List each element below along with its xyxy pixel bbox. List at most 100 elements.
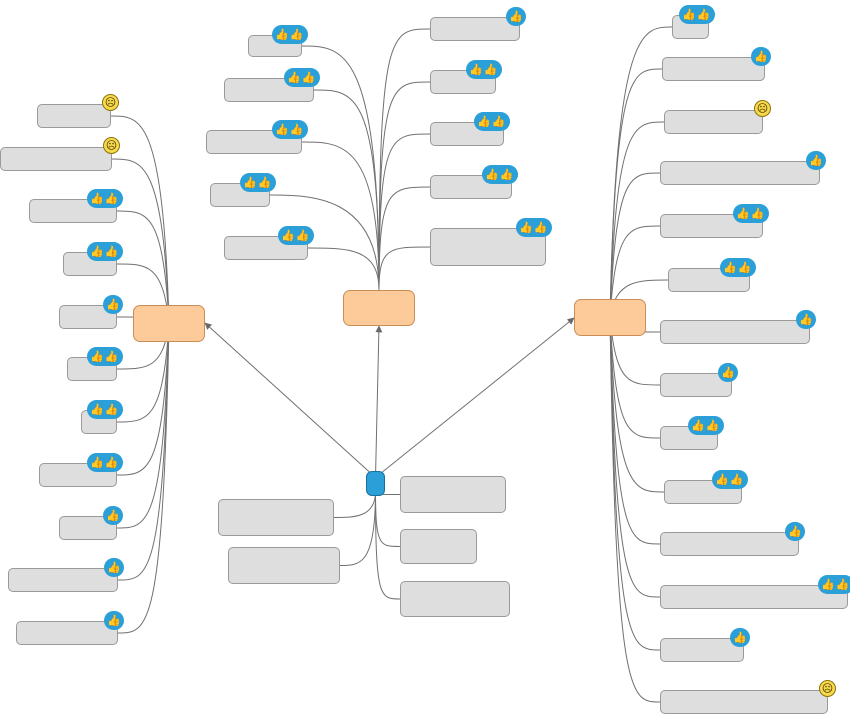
- root-connector: [333, 491, 376, 518]
- thumbs-up-icon: 👍: [733, 631, 747, 644]
- sad-face-icon: ☹: [819, 680, 836, 697]
- branch-connector: [609, 316, 661, 545]
- double-thumbs-up-badge: 👍👍: [272, 120, 308, 139]
- right-hub-node[interactable]: [574, 299, 646, 336]
- thumbs-up-icon: 👍: [90, 456, 104, 469]
- right-leaf-node[interactable]: [660, 585, 848, 609]
- left-leaf-node[interactable]: [8, 568, 118, 592]
- thumbs-up-icon: 👍: [788, 525, 802, 538]
- branch-connector: [609, 225, 661, 318]
- thumbs-up-icon: 👍: [104, 456, 119, 469]
- branch-connector: [609, 316, 661, 703]
- double-thumbs-up-badge: 👍👍: [733, 204, 769, 223]
- right-leaf-node[interactable]: [662, 57, 765, 81]
- branch-connector: [609, 68, 663, 318]
- thumbs-up-badge: 👍: [806, 151, 826, 170]
- double-thumbs-up-badge: 👍👍: [87, 242, 123, 261]
- branch-connector: [609, 316, 661, 598]
- branch-connector: [116, 322, 170, 529]
- root-child-node[interactable]: [400, 476, 506, 513]
- sad-face-icon: ☹: [103, 137, 120, 154]
- thumbs-up-icon: 👍: [104, 403, 119, 416]
- right-leaf-node[interactable]: [660, 532, 799, 556]
- thumbs-up-icon: 👍: [729, 473, 744, 486]
- thumbs-up-icon: 👍: [509, 10, 523, 23]
- thumbs-up-icon: 👍: [281, 229, 295, 242]
- thumbs-up-icon: 👍: [691, 419, 705, 432]
- thumbs-up-badge: 👍: [104, 558, 124, 577]
- double-thumbs-up-badge: 👍👍: [87, 400, 123, 419]
- thumbs-up-icon: 👍: [485, 168, 499, 181]
- root-child-node[interactable]: [400, 581, 510, 617]
- branch-connector: [378, 246, 431, 291]
- root-child-node[interactable]: [218, 499, 334, 536]
- thumbs-up-icon: 👍: [821, 578, 835, 591]
- thumbs-up-icon: 👍: [295, 229, 310, 242]
- right-leaf-node[interactable]: [668, 268, 750, 292]
- branch-connector: [609, 316, 665, 493]
- double-thumbs-up-badge: 👍👍: [482, 165, 518, 184]
- root-child-node[interactable]: [400, 529, 477, 564]
- left-leaf-node[interactable]: [16, 621, 118, 645]
- branch-connector: [116, 322, 170, 476]
- branch-connector: [378, 28, 431, 291]
- double-thumbs-up-badge: 👍👍: [466, 60, 502, 79]
- thumbs-up-badge: 👍: [785, 522, 805, 541]
- sad-face-icon: ☹: [102, 94, 119, 111]
- thumbs-up-icon: 👍: [257, 176, 272, 189]
- center-hub-node[interactable]: [343, 290, 415, 326]
- center-leaf-node[interactable]: [430, 17, 520, 41]
- thumbs-up-icon: 👍: [104, 245, 119, 258]
- arrow-to-center-hub: [375, 325, 383, 478]
- thumbs-up-icon: 👍: [809, 154, 823, 167]
- arrow-to-right-hub: [375, 317, 575, 478]
- thumbs-up-icon: 👍: [723, 261, 737, 274]
- branch-connector: [116, 210, 170, 324]
- branch-connector: [301, 141, 380, 291]
- double-thumbs-up-badge: 👍👍: [284, 68, 320, 87]
- root-connector: [339, 491, 376, 566]
- double-thumbs-up-badge: 👍👍: [516, 218, 552, 237]
- right-leaf-node[interactable]: [660, 638, 744, 662]
- thumbs-up-icon: 👍: [750, 207, 765, 220]
- branch-connector: [609, 121, 665, 318]
- thumbs-up-badge: 👍: [506, 7, 526, 26]
- branch-connector: [117, 322, 170, 634]
- thumbs-up-badge: 👍: [103, 506, 123, 525]
- thumbs-up-icon: 👍: [533, 221, 548, 234]
- thumbs-up-icon: 👍: [90, 350, 104, 363]
- branch-connector: [111, 158, 170, 324]
- thumbs-up-icon: 👍: [799, 313, 813, 326]
- root-child-node[interactable]: [228, 547, 340, 584]
- thumbs-up-icon: 👍: [491, 115, 506, 128]
- thumbs-up-icon: 👍: [499, 168, 514, 181]
- thumbs-up-icon: 👍: [104, 350, 119, 363]
- thumbs-up-icon: 👍: [682, 8, 696, 21]
- thumbs-up-icon: 👍: [301, 71, 316, 84]
- thumbs-up-icon: 👍: [721, 366, 735, 379]
- thumbs-up-icon: 👍: [519, 221, 533, 234]
- thumbs-up-badge: 👍: [718, 363, 738, 382]
- double-thumbs-up-badge: 👍👍: [87, 189, 123, 208]
- thumbs-up-icon: 👍: [106, 509, 120, 522]
- right-leaf-node[interactable]: [660, 320, 810, 344]
- left-leaf-node[interactable]: [37, 104, 111, 128]
- thumbs-up-icon: 👍: [275, 123, 289, 136]
- branch-connector: [378, 81, 431, 291]
- root-node[interactable]: [366, 471, 385, 496]
- right-leaf-node[interactable]: [664, 110, 763, 134]
- left-leaf-node[interactable]: [0, 147, 112, 171]
- thumbs-up-icon: 👍: [736, 207, 750, 220]
- thumbs-up-icon: 👍: [737, 261, 752, 274]
- thumbs-up-icon: 👍: [289, 28, 304, 41]
- thumbs-up-icon: 👍: [705, 419, 720, 432]
- thumbs-up-icon: 👍: [275, 28, 289, 41]
- right-leaf-node[interactable]: [660, 690, 828, 714]
- thumbs-up-icon: 👍: [90, 192, 104, 205]
- left-hub-node[interactable]: [133, 305, 205, 342]
- right-leaf-node[interactable]: [660, 161, 820, 185]
- branch-connector: [609, 316, 661, 651]
- thumbs-up-icon: 👍: [90, 403, 104, 416]
- branch-connector: [609, 316, 661, 439]
